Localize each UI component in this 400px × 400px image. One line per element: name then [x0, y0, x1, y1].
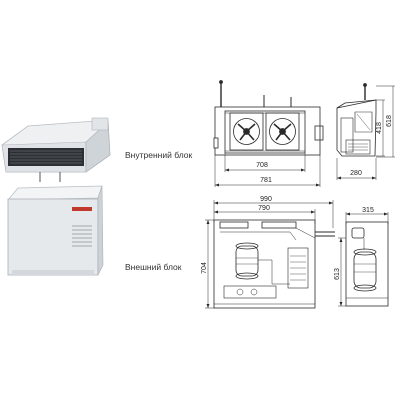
indoor-front-dimensions — [214, 153, 321, 187]
dim-indoor-front-inner: 708 — [256, 162, 268, 169]
indoor-side-dimensions — [336, 85, 395, 180]
outdoor-side-dimension-height — [338, 237, 346, 307]
outdoor-unit-label: Внешний блок — [125, 262, 182, 272]
dim-outdoor-height: 704 — [201, 262, 208, 274]
indoor-unit-photo — [1, 117, 111, 182]
indoor-side-view — [336, 83, 377, 157]
indoor-unit-label: Внутренний блок — [125, 150, 193, 160]
outdoor-unit-photo — [7, 185, 104, 276]
outdoor-side-view — [345, 221, 389, 307]
dim-outdoor-body: 790 — [258, 205, 270, 212]
outdoor-front-dimension-height — [205, 219, 214, 309]
dim-outdoor-total: 990 — [260, 196, 272, 203]
dim-indoor-side-inner: 418 — [376, 122, 383, 134]
dim-outdoor-side-height: 613 — [334, 268, 341, 280]
dim-indoor-front-total: 781 — [260, 177, 272, 184]
brand-logo — [72, 207, 92, 211]
dim-indoor-side-total: 618 — [386, 115, 393, 127]
outdoor-front-view — [213, 219, 335, 309]
outdoor-front-dimensions-top — [213, 200, 334, 228]
dim-indoor-side-depth: 280 — [350, 170, 362, 177]
dim-outdoor-side-depth: 315 — [362, 207, 374, 214]
indoor-front-view — [213, 80, 324, 156]
